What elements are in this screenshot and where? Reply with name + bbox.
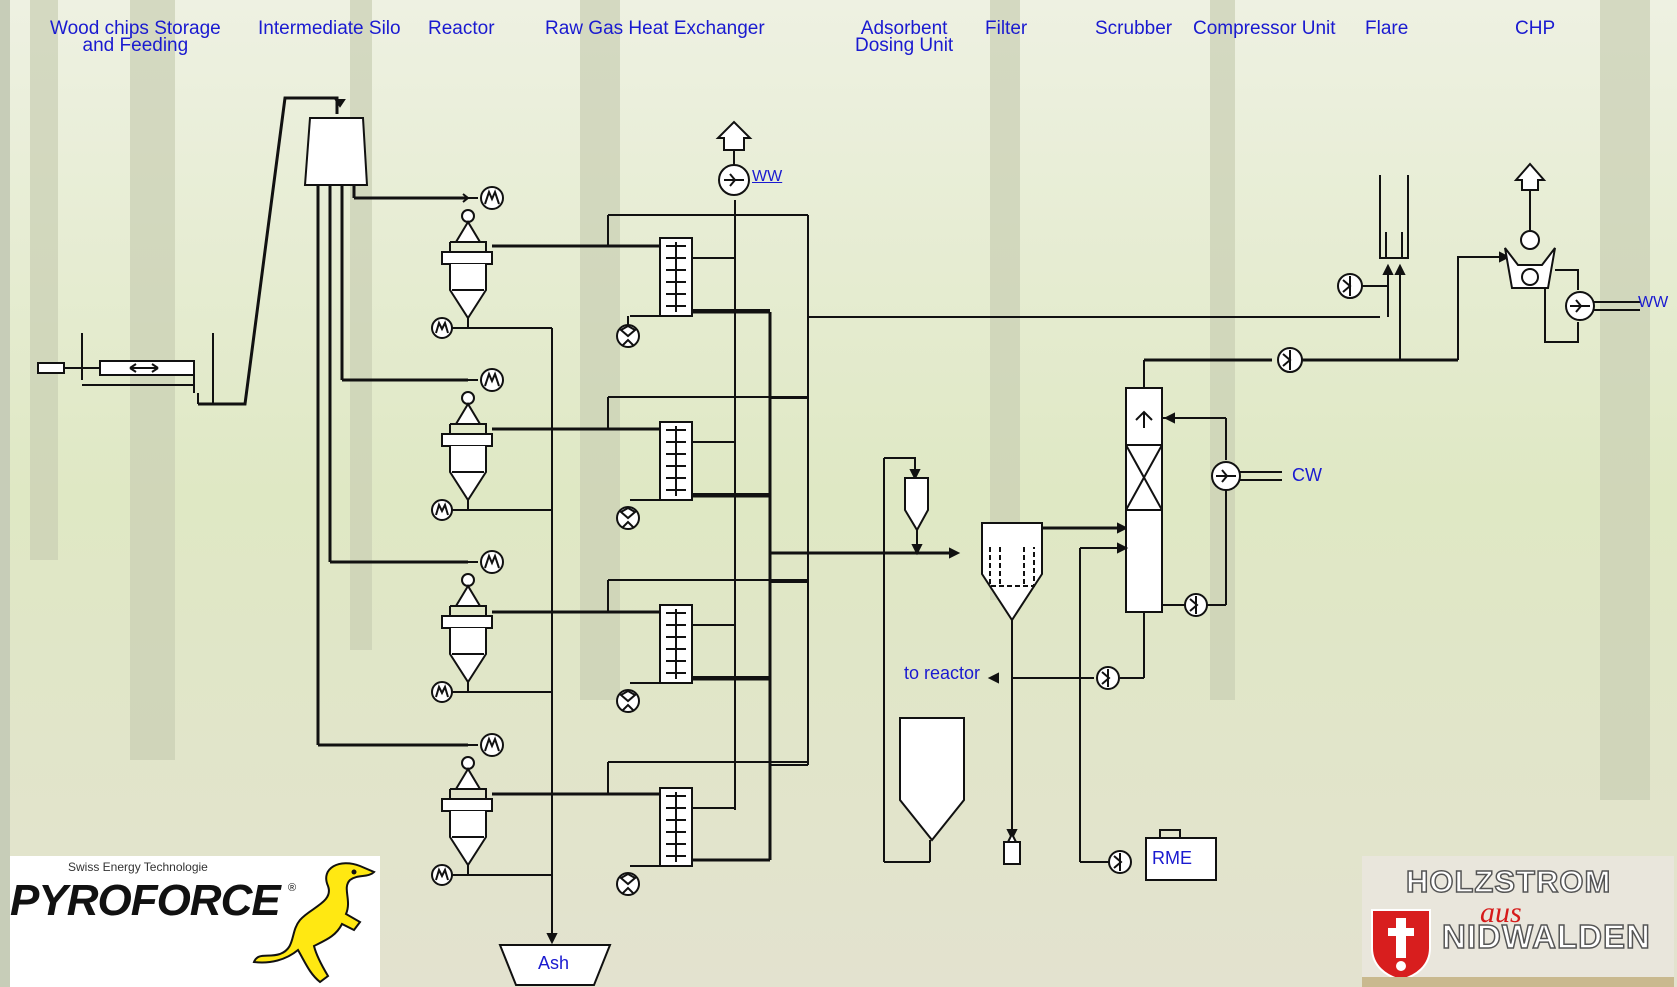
header-reactor: Reactor (428, 18, 495, 39)
ash-line (468, 327, 612, 986)
heat-exchanger-4 (492, 787, 770, 896)
ww-label-top: WW (752, 168, 783, 185)
header-adsorbent-line2: Dosing Unit (855, 35, 954, 56)
header-flare: Flare (1365, 18, 1409, 39)
header-storage: Wood chips Storage and Feeding (50, 18, 221, 56)
header-adsorbent-line1: Adsorbent (860, 18, 948, 39)
cooling-loop (607, 120, 809, 860)
cw-label: CW (1292, 465, 1322, 485)
filter-unit (981, 522, 1129, 865)
ww-label-right: WW (1638, 294, 1669, 311)
header-scrubber: Scrubber (1095, 18, 1173, 39)
heat-exchanger-3 (492, 604, 770, 713)
holzstrom-aus: aus (1480, 896, 1522, 929)
reactor-1 (431, 186, 504, 339)
logs-decoration (1362, 977, 1674, 987)
reactor-2 (431, 368, 504, 521)
nidwalden-crest-icon (1371, 909, 1431, 982)
rme-tank-label: RME (1152, 848, 1192, 868)
header-storage-line1: Wood chips Storage (50, 18, 221, 39)
holzstrom-logo: HOLZSTROM aus NIDWALDEN (1362, 856, 1674, 987)
holzstrom-wordmark: HOLZSTROM (1405, 863, 1612, 900)
pyroforce-tagline: Swiss Energy Technologie (68, 860, 208, 874)
compressor-flare-chp (1277, 162, 1640, 373)
pyroforce-wordmark: PYROFORCE (10, 876, 281, 925)
adsorbent-dosing-unit (883, 457, 965, 863)
ash-label: Ash (538, 953, 570, 973)
header-storage-line2: and Feeding (82, 35, 189, 56)
heat-exchanger-1 (492, 230, 770, 348)
header-compressor: Compressor Unit (1193, 18, 1336, 39)
feeding-screw (37, 96, 339, 406)
nidwalden-wordmark: NIDWALDEN (1441, 917, 1651, 956)
heat-exchanger-2 (492, 421, 770, 530)
to-reactor-label: to reactor (904, 663, 981, 683)
header-filter: Filter (985, 18, 1028, 39)
header-adsorbent: Adsorbent Dosing Unit (855, 18, 954, 56)
raw-gas-line (770, 316, 1380, 559)
salamander-icon (252, 862, 376, 984)
intermediate-silo (303, 99, 468, 747)
header-silo: Intermediate Silo (258, 18, 401, 39)
reactor-4 (431, 733, 504, 886)
reactor-3 (431, 550, 504, 703)
header-chp: CHP (1515, 18, 1556, 39)
scrubber-column (1079, 358, 1282, 881)
pyroforce-registered: ® (288, 882, 297, 894)
header-heat-exchanger: Raw Gas Heat Exchanger (545, 18, 765, 39)
pyroforce-logo: Swiss Energy Technologie PYROFORCE ® (10, 856, 380, 987)
